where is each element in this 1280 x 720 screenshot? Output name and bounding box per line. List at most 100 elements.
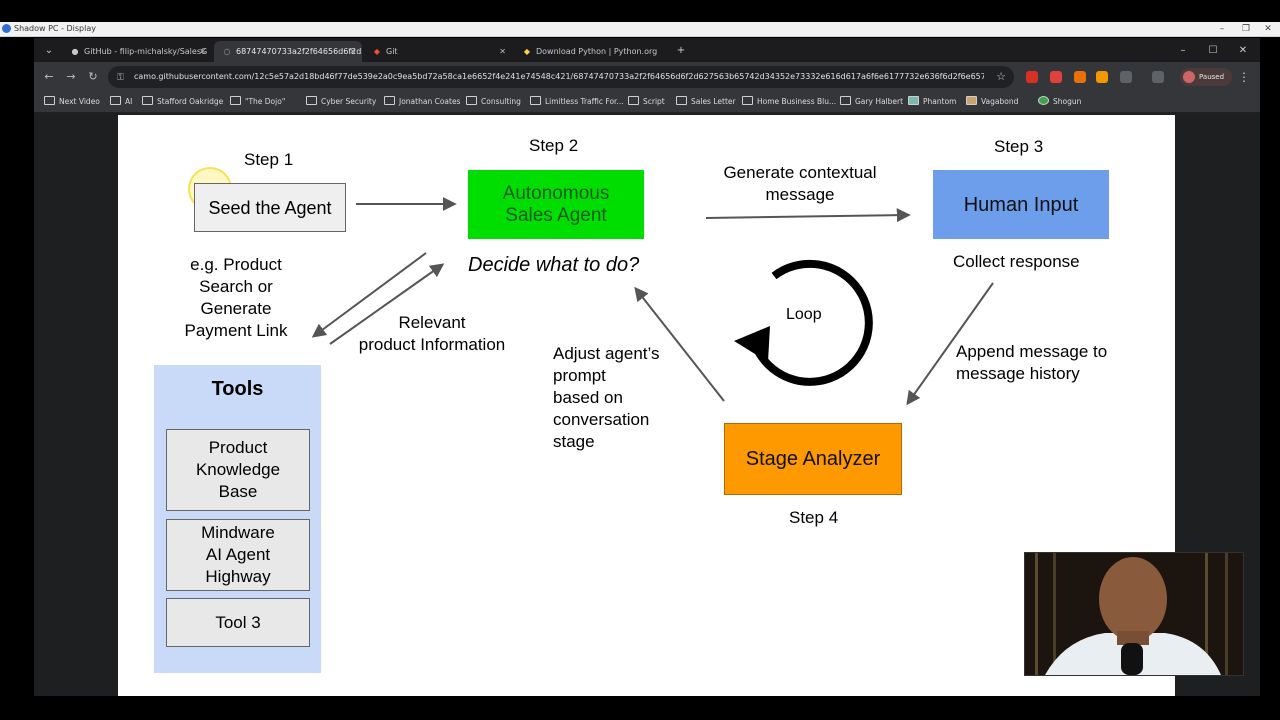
relevant-info-caption: Relevant product Information <box>358 313 506 354</box>
shogun-icon <box>1038 96 1049 105</box>
folder-icon <box>306 96 317 105</box>
close-window-icon[interactable]: ✕ <box>1264 24 1272 34</box>
bookmark-item[interactable]: Sales Letter <box>676 92 736 112</box>
bookmark-item[interactable]: "The Dojo" <box>230 92 285 112</box>
tab-git[interactable]: ◆ Git ✕ <box>364 41 512 62</box>
step-2-label: Step 2 <box>529 136 579 155</box>
browser-window: ⌄ ●GitHub - filip-michalsky/SalesG ✕ ◌ 68… <box>34 38 1260 696</box>
presenter-video-image <box>1025 553 1243 675</box>
maximize-browser-icon[interactable]: ☐ <box>1208 45 1218 56</box>
bookmark-item[interactable]: AI <box>110 92 132 112</box>
shadow-logo-icon <box>2 24 11 33</box>
tab-search-icon[interactable]: ⌄ <box>44 45 54 56</box>
tab-github[interactable]: ●GitHub - filip-michalsky/SalesG ✕ <box>62 41 212 62</box>
folder-icon <box>742 96 753 105</box>
reload-icon[interactable]: ↻ <box>88 70 98 83</box>
bookmark-item[interactable]: Limitless Traffic For... <box>530 92 624 112</box>
folder-icon <box>628 96 639 105</box>
extension-icon[interactable] <box>1026 71 1038 83</box>
bookmark-item[interactable]: Phantom <box>908 92 956 112</box>
url-text[interactable]: camo.githubusercontent.com/12c5e57a2d18b… <box>134 72 984 81</box>
tab-close-icon[interactable]: ✕ <box>199 47 206 56</box>
tab-label: GitHub - filip-michalsky/SalesG <box>84 47 208 56</box>
tab-strip: ⌄ ●GitHub - filip-michalsky/SalesG ✕ ◌ 68… <box>34 38 1260 62</box>
close-browser-icon[interactable]: ✕ <box>1238 45 1248 56</box>
seed-agent-box: Seed the Agent <box>194 183 346 232</box>
restore-window-icon[interactable]: ❐ <box>1241 24 1251 34</box>
tab-label: 68747470733a2f2f64656d6f2d <box>236 47 362 56</box>
address-bar[interactable]: ⚿ camo.githubusercontent.com/12c5e57a2d1… <box>108 66 1014 88</box>
sales-agent-box: Autonomous Sales Agent <box>468 170 644 239</box>
folder-icon <box>676 96 687 105</box>
collect-response-caption: Collect response <box>953 252 1080 271</box>
bookmark-item[interactable]: Gary Halbert <box>840 92 903 112</box>
step-1-label: Step 1 <box>244 150 294 169</box>
generate-message-caption: Generate contextual message <box>723 163 877 204</box>
example-caption: e.g. Product Search or Generate Payment … <box>184 255 288 340</box>
folder-icon <box>44 96 55 105</box>
tab-python[interactable]: ◆ Download Python | Python.org <box>514 41 664 62</box>
tools-panel: Tools Product Knowledge Base Mindware AI… <box>154 365 321 673</box>
bookmark-item[interactable]: Script <box>628 92 665 112</box>
step-4-label: Step 4 <box>789 508 839 527</box>
bookmark-item[interactable]: Home Business Blu... <box>742 92 836 112</box>
folder-icon <box>110 96 121 105</box>
browser-toolbar: ← → ↻ ⚿ camo.githubusercontent.com/12c5e… <box>34 62 1260 92</box>
bookmark-item[interactable]: Next Video <box>44 92 100 112</box>
tab-label: Download Python | Python.org <box>536 47 658 56</box>
tools-title: Tools <box>211 378 264 400</box>
page-content: ⊕ Step 1 Step 2 Step 3 Step 4 Seed the A… <box>34 113 1260 696</box>
minimize-browser-icon[interactable]: – <box>1180 45 1186 56</box>
browser-menu-icon[interactable]: ⋮ <box>1238 70 1250 84</box>
bookmark-item[interactable]: Stafford Oakridge <box>142 92 223 112</box>
git-icon: ◆ <box>373 47 381 56</box>
minimize-window-icon[interactable]: – <box>1219 24 1225 34</box>
shadow-pc-titlebar: Shadow PC - Display – ❐ ✕ <box>0 22 1280 37</box>
new-tab-icon[interactable]: + <box>676 45 686 56</box>
folder-icon <box>384 96 395 105</box>
arrow-tools-to-agent <box>329 263 445 345</box>
folder-icon <box>840 96 851 105</box>
back-icon[interactable]: ← <box>44 70 54 83</box>
side-panel-icon[interactable] <box>1152 71 1164 83</box>
extension-icon[interactable] <box>1096 71 1108 83</box>
site-info-icon[interactable]: ⚿ <box>117 72 124 82</box>
arrow-agent-to-human <box>705 208 911 223</box>
bookmark-item[interactable]: Consulting <box>466 92 521 112</box>
tool-3: Tool 3 <box>166 598 310 647</box>
phantom-icon <box>908 96 919 105</box>
loop-arrow-icon <box>754 259 873 386</box>
arrow-agent-to-tools <box>311 252 427 338</box>
arrow-human-to-analyzer <box>906 282 994 406</box>
tab-label: Git <box>386 47 398 56</box>
forward-icon[interactable]: → <box>66 70 76 83</box>
extension-icon[interactable] <box>1050 71 1062 83</box>
arrow-analyzer-to-agent <box>634 286 725 402</box>
bookmark-item[interactable]: Vagabond <box>966 92 1018 112</box>
avatar <box>1183 71 1195 83</box>
folder-icon <box>466 96 477 105</box>
extension-icon[interactable] <box>1074 71 1086 83</box>
bookmarks-bar: Next Video AI Stafford Oakridge "The Doj… <box>34 92 1260 113</box>
diagram-connectors <box>311 197 994 406</box>
append-message-caption: Append message to message history <box>956 342 1108 383</box>
adjust-prompt-caption: Adjust agent’s prompt based on conversat… <box>553 344 660 451</box>
human-input-box: Human Input <box>933 170 1109 239</box>
loop-label: Loop <box>786 306 822 323</box>
folder-icon <box>230 96 241 105</box>
decide-caption: Decide what to do? <box>468 254 640 276</box>
webcam-overlay <box>1024 552 1244 676</box>
python-icon: ◆ <box>523 47 531 56</box>
profile-button[interactable]: Paused <box>1180 68 1232 86</box>
tool-product-knowledge-base: Product Knowledge Base <box>166 429 310 511</box>
profile-status: Paused <box>1199 73 1225 81</box>
tab-camo-image[interactable]: ◌ 68747470733a2f2f64656d6f2d ✕ <box>214 41 362 62</box>
bookmark-item[interactable]: Jonathan Coates <box>384 92 460 112</box>
bookmark-item[interactable]: Cyber Security <box>306 92 376 112</box>
tab-close-icon[interactable]: ✕ <box>349 47 356 56</box>
page-icon: ◌ <box>223 47 231 56</box>
tab-close-icon[interactable]: ✕ <box>499 47 506 56</box>
bookmark-item[interactable]: Shogun <box>1038 92 1081 112</box>
bookmark-star-icon[interactable]: ☆ <box>996 71 1006 83</box>
extensions-puzzle-icon[interactable] <box>1120 71 1132 83</box>
